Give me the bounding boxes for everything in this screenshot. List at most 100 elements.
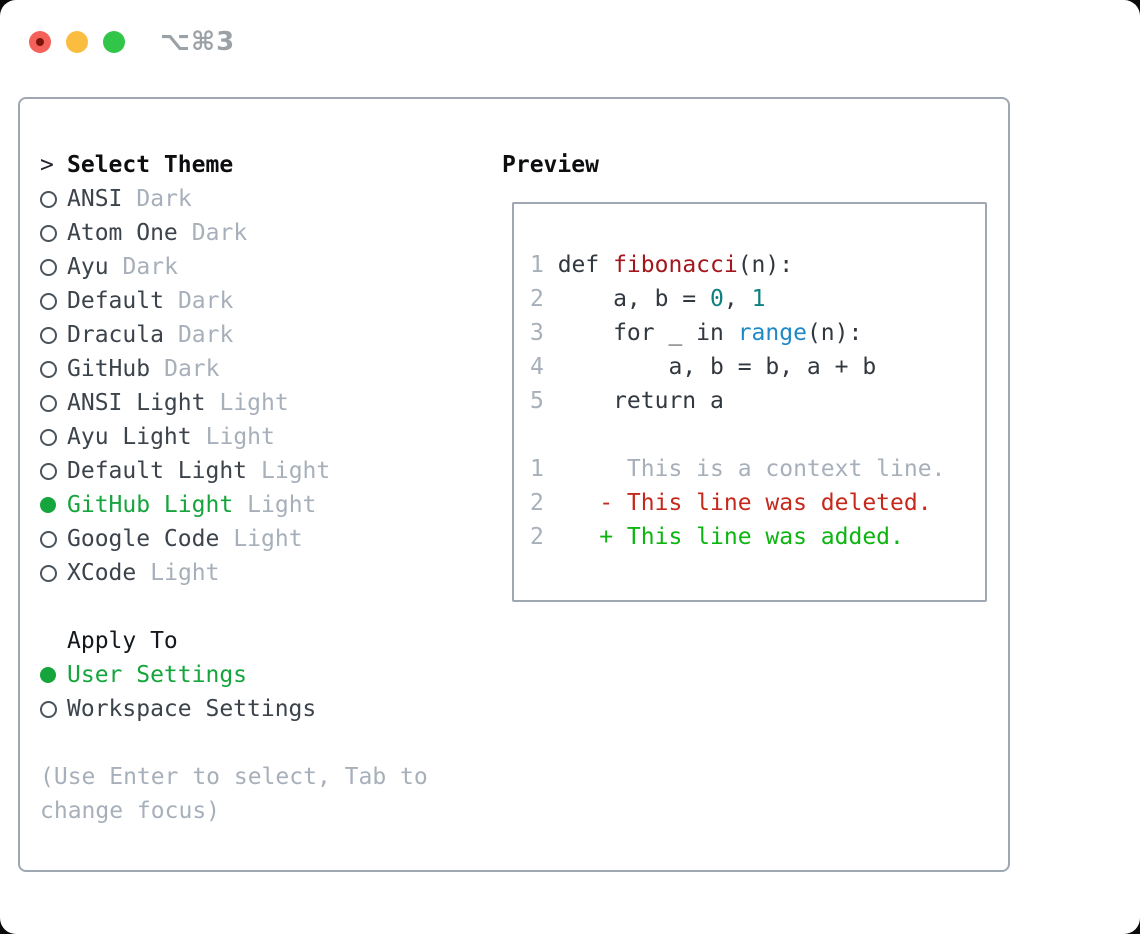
theme-option-variant: Dark [164,356,220,382]
zoom-button[interactable] [103,31,125,53]
theme-option[interactable]: Dracula Dark [40,318,502,352]
radio-unselected-icon [40,224,57,242]
line-number: 2 [530,490,544,516]
theme-option-label: Google Code [67,526,220,552]
code-token: 0 [710,286,724,312]
radio-unselected-icon [40,394,57,412]
apply-to-option[interactable]: Workspace Settings [40,692,502,726]
theme-option-variant: Dark [191,220,248,246]
radio-unselected-icon [40,428,57,446]
code-line: 2 + This line was added. [530,520,985,554]
theme-option[interactable]: GitHub Light Light [40,488,502,522]
radio-unselected-icon [40,360,57,378]
code-token: range [737,320,807,346]
code-token: fibonacci [613,252,738,278]
select-theme-heading-label: Select Theme [67,152,234,178]
radio-unselected-icon [40,326,57,344]
code-line: 3 for _ in range(n): [530,316,985,350]
code-token: + This line was added. [557,524,904,550]
radio-unselected-icon [40,564,57,582]
theme-option-label: GitHub [67,356,151,382]
theme-option-label: Ayu [67,254,109,280]
apply-to-option-label: Workspace Settings [67,696,317,722]
code-token: for _ in [557,320,738,346]
cursor-caret-icon: > [40,152,54,178]
theme-option-label: GitHub Light [67,492,234,518]
theme-option-variant: Light [150,560,220,586]
theme-option[interactable]: Google Code Light [40,522,502,556]
theme-option-variant: Light [219,390,289,416]
theme-option-variant: Dark [177,322,234,348]
apply-to-heading-label: Apply To [67,628,178,654]
line-number: 1 [530,456,544,482]
code-token: 1 [751,286,766,312]
radio-unselected-icon [40,258,57,276]
line-number: 3 [530,320,544,346]
theme-option-label: XCode [67,560,137,586]
radio-unselected-icon [40,190,57,208]
line-number: 1 [530,252,544,278]
theme-option[interactable]: Atom One Dark [40,216,502,250]
theme-option[interactable]: Ayu Dark [40,250,502,284]
code-token: (n): [737,252,794,278]
theme-option-label: Default Light [67,458,248,484]
code-token: , [723,286,752,312]
code-token: (n): [806,320,863,346]
theme-option-variant: Light [247,492,317,518]
theme-option-variant: Light [233,526,303,552]
theme-option-label: ANSI Light [67,390,206,416]
theme-option-variant: Dark [122,254,178,280]
line-number: 2 [530,286,544,312]
theme-option-variant: Dark [177,288,234,314]
theme-option[interactable]: ANSI Light Light [40,386,502,420]
code-line: 5 return a [530,384,985,418]
theme-option[interactable]: ANSI Dark [40,182,502,216]
window-shortcut-label: ⌥⌘3 [160,27,236,57]
hint-text: (Use Enter to select, Tab to change focu… [40,764,428,824]
spacer [40,726,502,760]
close-button[interactable] [29,31,51,53]
minimize-button[interactable] [66,31,88,53]
radio-unselected-icon [40,462,57,480]
spacer [40,590,502,624]
theme-option-label: Atom One [67,220,178,246]
apply-to-heading: Apply To [40,624,502,658]
code-token: - This line was deleted. [557,490,932,516]
code-token: This is a context line. [557,456,946,482]
line-number: 2 [530,524,544,550]
code-line [530,418,985,452]
radio-unselected-icon [40,530,57,548]
code-line: 1 This is a context line. [530,452,985,486]
theme-option-label: ANSI [67,186,123,212]
code-token: a, b = [557,286,711,312]
preview-heading: Preview [502,148,1008,182]
select-theme-heading: > Select Theme [40,148,502,182]
theme-option-variant: Dark [136,186,192,212]
theme-option[interactable]: XCode Light [40,556,502,590]
theme-option[interactable]: Default Light Light [40,454,502,488]
theme-option-variant: Light [261,458,331,484]
preview-heading-label: Preview [502,152,599,178]
apply-to-option[interactable]: User Settings [40,658,502,692]
titlebar: ⌥⌘3 [29,27,235,57]
code-token: def [557,252,614,278]
radio-unselected-icon [40,292,57,310]
code-token: a, b = b, a + b [557,354,877,380]
theme-option-label: Dracula [67,322,164,348]
code-line: 2 a, b = 0, 1 [530,282,985,316]
theme-option[interactable]: GitHub Dark [40,352,502,386]
radio-unselected-icon [40,700,57,718]
theme-option-label: Ayu Light [67,424,192,450]
radio-selected-icon [40,667,56,683]
theme-option-variant: Light [205,424,275,450]
code-line: 1 def fibonacci(n): [530,248,985,282]
theme-option[interactable]: Ayu Light Light [40,420,502,454]
